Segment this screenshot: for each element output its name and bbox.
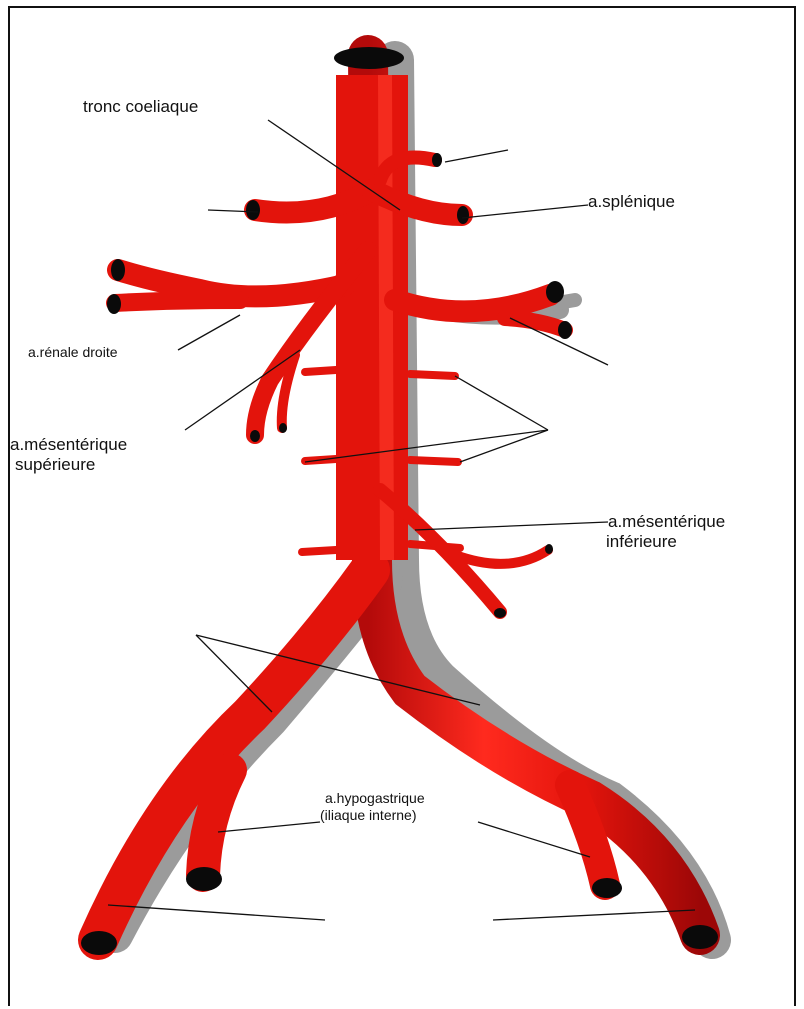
label-tronc-coeliaque: tronc coeliaque — [83, 97, 198, 117]
label-hypogastrique-2: (iliaque interne) — [320, 807, 417, 823]
label-mesenterique-sup-1: a.mésentérique — [10, 435, 127, 455]
label-renale-droite: a.rénale droite — [28, 344, 118, 360]
label-hypogastrique-1: a.hypogastrique — [325, 790, 425, 806]
label-splenique: a.splénique — [588, 192, 675, 212]
label-mesenterique-inf-2: inférieure — [606, 532, 677, 552]
label-mesenterique-inf-1: a.mésentérique — [608, 512, 725, 532]
label-mesenterique-sup-2: supérieure — [15, 455, 95, 475]
